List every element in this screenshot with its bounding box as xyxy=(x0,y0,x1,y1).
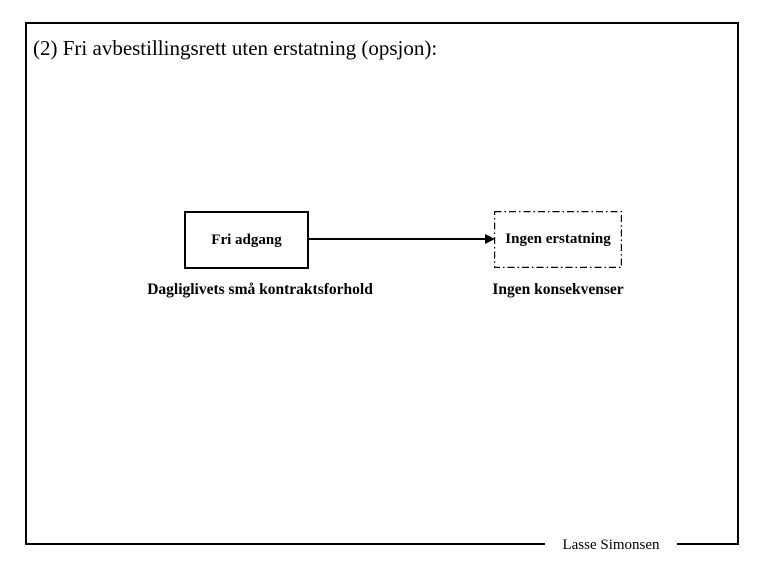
dash-dot-border xyxy=(494,211,622,268)
connector-line xyxy=(309,238,486,240)
diagram-box-label: Ingen erstatning xyxy=(505,231,611,247)
diagram-box-label: Fri adgang xyxy=(211,231,282,248)
slide-frame xyxy=(25,22,739,545)
author-credit: Lasse Simonsen xyxy=(545,536,677,555)
slide-title: (2) Fri avbestillingsrett uten erstatnin… xyxy=(33,36,438,60)
diagram-box-ingen-erstatning: Ingen erstatning xyxy=(494,211,622,268)
caption-source: Dagliglivets små kontraktsforhold xyxy=(147,281,373,298)
caption-target: Ingen konsekvenser xyxy=(492,281,624,298)
arrow-right-icon xyxy=(485,234,495,244)
diagram-box-fri-adgang: Fri adgang xyxy=(184,211,309,269)
